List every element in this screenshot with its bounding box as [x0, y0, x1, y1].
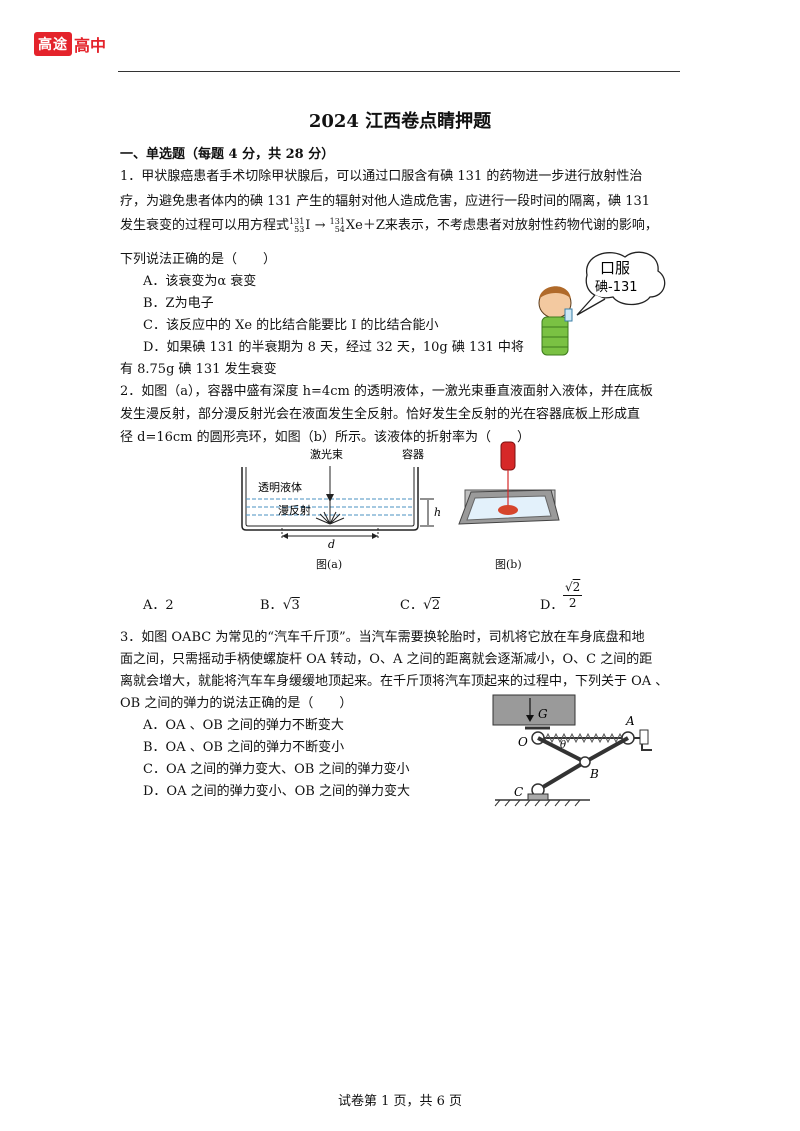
logo-text: 高中	[74, 36, 107, 55]
speech-bubble	[585, 251, 666, 306]
child-illustration: 口服 碘-131	[538, 251, 666, 356]
child-body	[541, 316, 569, 356]
q3-line2: 面之间，只需摇动手柄使螺旋杆 OA 转动，O、A 之间的距离就会逐渐减小，O、C…	[120, 652, 653, 667]
page-title: 2024 江西卷点睛押题	[308, 111, 492, 132]
q1-option-b: B．Z为电子	[143, 296, 214, 311]
label-diffuse: 漫反射	[278, 503, 311, 517]
label-A: A	[625, 714, 635, 728]
q3-line1: 3．如图 OABC 为常见的“汽车千斤顶”。当汽车需要换轮胎时，司机将它放在车身…	[120, 630, 645, 645]
q3-line3: 离就会增大，就能将汽车车身缓缓地顶起来。在千斤顶将汽车顶起来的过程中，下列关于 …	[120, 674, 669, 689]
figure-b	[458, 441, 560, 525]
diffuse-rays	[315, 511, 345, 525]
joint-B	[579, 756, 591, 768]
container-outline	[241, 467, 419, 531]
label-h: h	[434, 506, 441, 519]
q2-option-b: B．√3	[260, 597, 300, 613]
section-heading: 一、单选题（每题 4 分，共 28 分）	[120, 147, 335, 162]
label-container: 容器	[402, 447, 424, 461]
q1-line4: 下列说法正确的是（ ）	[120, 252, 277, 267]
car-jack-figure: G O A B C θ	[492, 694, 652, 807]
q3-option-d: D．OA 之间的弹力变小、OB 之间的弹力变大	[143, 784, 410, 799]
q3-option-c: C．OA 之间的弹力变大、OB 之间的弹力变小	[143, 762, 410, 777]
bubble-text-1: 口服	[600, 259, 630, 277]
q2-line3: 径 d=16cm 的圆形亮环，如图（b）所示。该液体的折射率为（ ）	[120, 430, 530, 445]
q1-option-d-line1: D．如果碘 131 的半衰期为 8 天，经过 32 天，10g 碘 131 中将	[143, 340, 524, 355]
q2-line2: 发生漫反射，部分漫反射光会在液面发生全反射。恰好发生全反射的光在容器底板上形成直	[120, 407, 641, 422]
q3-line4: OB 之间的弹力的说法正确的是（ ）	[120, 696, 353, 711]
q2-line1: 2．如图（a），容器中盛有深度 h=4cm 的透明液体，一激光束垂直液面射入液体…	[120, 384, 653, 399]
page-footer: 试卷第 1 页，共 6 页	[337, 1094, 463, 1109]
q1-option-c: C．该反应中的 Xe 的比结合能要比 I 的比结合能小	[143, 318, 439, 333]
q2-option-d-fraction: √2 2	[563, 580, 583, 610]
figure-a-caption: 图(a)	[316, 558, 343, 571]
q2-option-a: A．2	[143, 598, 174, 613]
label-laser: 激光束	[310, 447, 343, 461]
figure-a: 激光束 容器 透明液体 漫反射 h d	[241, 447, 441, 549]
label-C: C	[514, 785, 523, 799]
car-body-block	[492, 694, 576, 726]
q2-option-c: C．√2	[400, 597, 441, 613]
label-liquid: 透明液体	[258, 480, 302, 494]
q3-option-b: B．OA 、OB 之间的弹力不断变小	[143, 740, 345, 755]
label-G: G	[538, 707, 548, 721]
q2-option-d: D．	[540, 598, 564, 613]
q1-line1: 1．甲状腺癌患者手术切除甲状腺后，可以通过口服含有碘 131 的药物进一步进行放…	[120, 169, 643, 184]
header-divider	[118, 71, 680, 72]
bubble-text-2: 碘-131	[595, 280, 638, 295]
laser-device	[500, 441, 516, 471]
figure-b-caption: 图(b)	[495, 558, 522, 571]
label-B: B	[589, 767, 599, 781]
light-spot	[498, 505, 518, 515]
q1-line2: 疗，为避免患者体内的碘 131 产生的辐射对他人造成危害，应进行一段时间的隔离，…	[120, 194, 651, 209]
brand-logo: 高途 高中	[34, 32, 106, 56]
q3-option-a: A．OA 、OB 之间的弹力不断变大	[143, 718, 344, 733]
q1-option-d-line2: 有 8.75g 碘 131 发生衰变	[120, 362, 277, 377]
child-hair	[539, 286, 571, 299]
label-O: O	[518, 735, 528, 749]
label-theta: θ	[560, 740, 566, 751]
cup-icon	[564, 308, 573, 322]
logo-box: 高途	[34, 32, 72, 56]
label-d: d	[328, 538, 335, 549]
q1-option-a: A．该衰变为α 衰变	[143, 274, 257, 289]
